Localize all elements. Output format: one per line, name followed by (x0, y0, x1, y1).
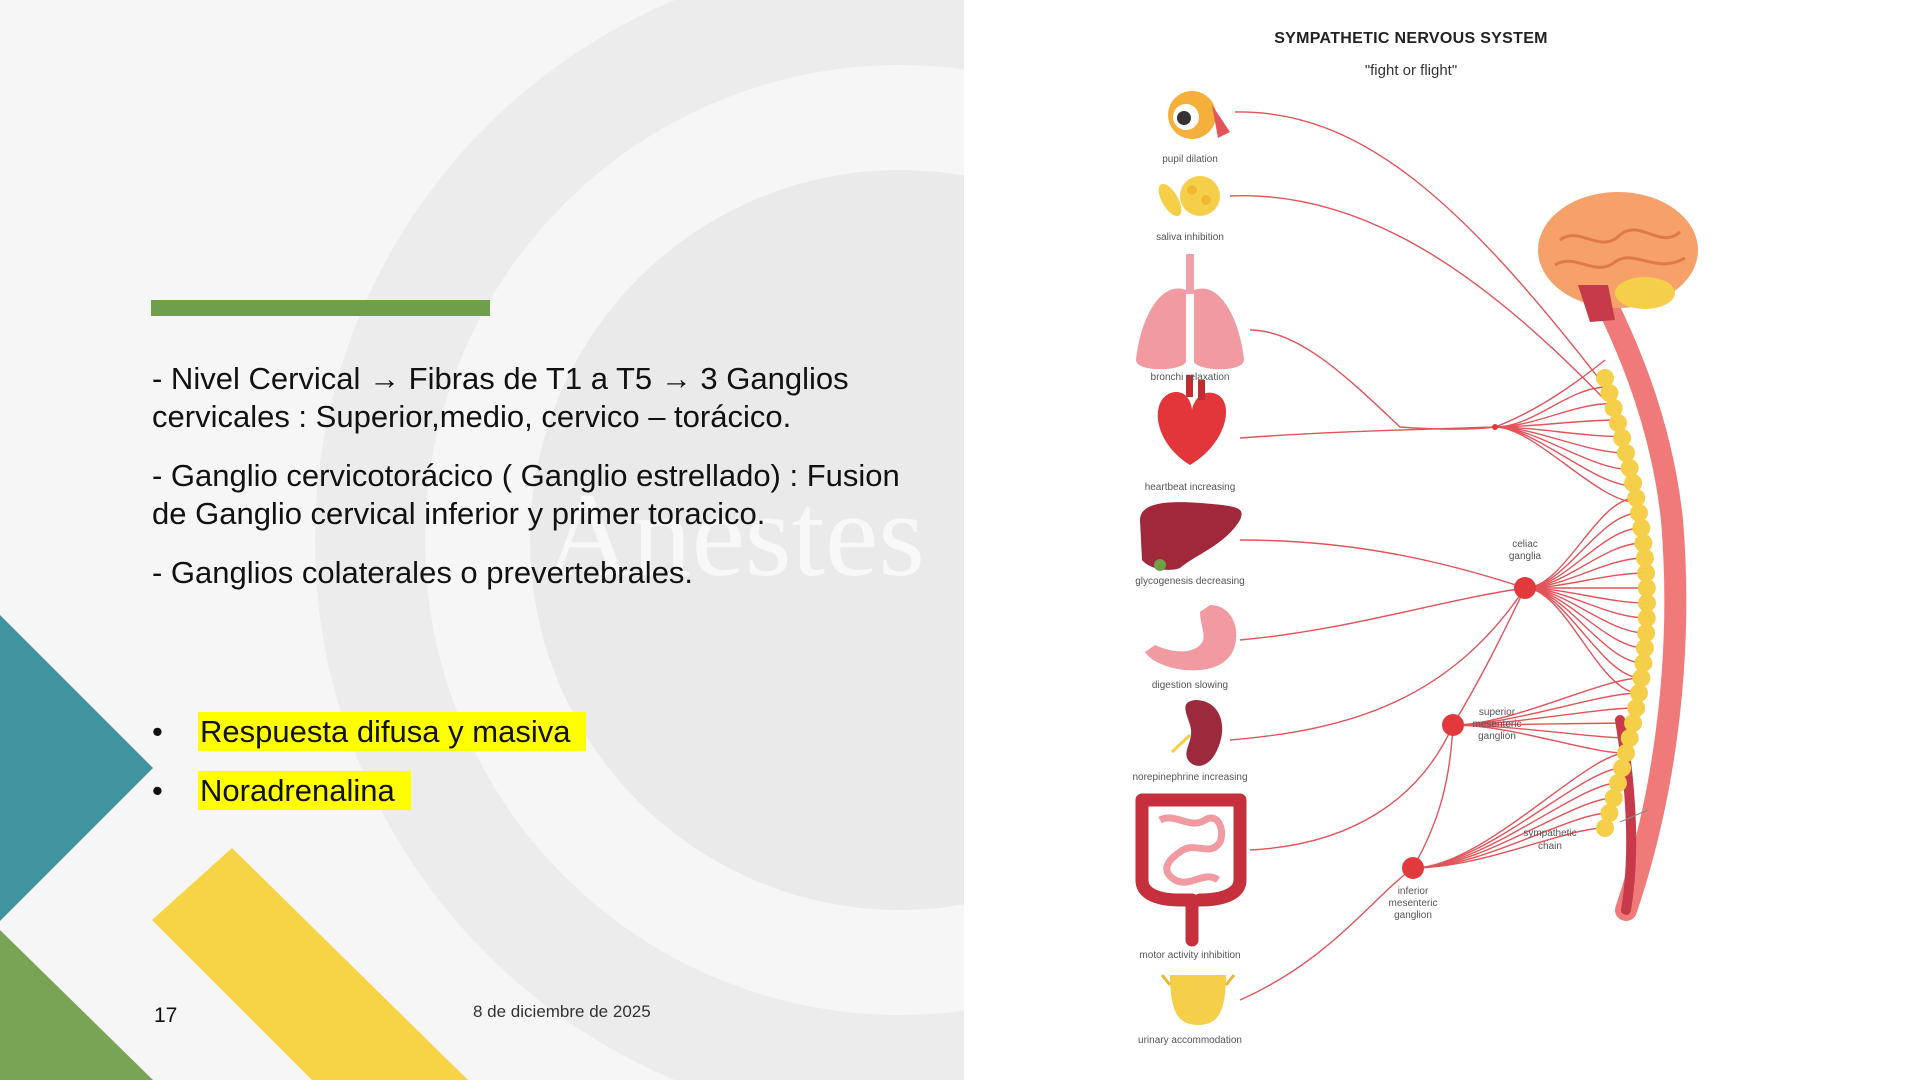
nerve-fiber (1525, 513, 1639, 588)
chain-label-line: sympathetic (1523, 828, 1576, 839)
nerve-junction (1492, 424, 1498, 430)
nerve-fiber (1240, 588, 1525, 640)
organ-label: bronchi relaxation (1151, 372, 1230, 383)
lungs-icon (1136, 254, 1244, 369)
brain-icon (1538, 192, 1698, 322)
ganglion-label-line: ganglia (1509, 551, 1542, 562)
nerve-fiber (1495, 420, 1617, 427)
celiac-ganglion (1514, 577, 1536, 599)
superior-mesenteric-ganglion (1442, 714, 1464, 736)
nerve-fiber (1413, 725, 1453, 868)
page-number: 17 (154, 1004, 177, 1028)
yellow-stripe (152, 848, 468, 1080)
organ-label: digestion slowing (1152, 680, 1228, 691)
organ-label: motor activity inhibition (1139, 950, 1240, 961)
chain-bead (1621, 729, 1639, 747)
ganglion-label-line: celiac (1512, 539, 1538, 550)
bladder-icon (1162, 975, 1234, 1025)
organ-label: urinary accommodation (1138, 1035, 1242, 1046)
liver-icon (1140, 502, 1242, 571)
chain-bead (1627, 489, 1645, 507)
ganglion-label-line: mesenteric (1473, 719, 1522, 730)
ganglion-label-line: superior (1479, 707, 1516, 718)
nerve-fiber (1495, 427, 1630, 470)
highlighted-text: Respuesta difusa y masiva (198, 712, 586, 751)
chain-bead (1596, 819, 1614, 837)
nerve-fiber (1240, 427, 1495, 438)
nerve-fiber (1240, 868, 1413, 1000)
bullet-list: • Respuesta difusa y masiva • Noradrenal… (152, 713, 852, 831)
salivary-gland-icon (1154, 176, 1220, 220)
diagram-canvas: sympathetic chain (1100, 0, 1820, 1080)
slide-date: 8 de diciembre de 2025 (473, 1002, 651, 1022)
ganglia-group (1402, 424, 1536, 879)
nerve-fiber (1525, 588, 1643, 663)
ganglion-label-line: inferior (1398, 886, 1429, 897)
teal-triangle (0, 615, 153, 921)
nerve-fiber (1250, 725, 1453, 850)
organ-label: saliva inhibition (1156, 232, 1224, 243)
bullet-item: • Noradrenalina (152, 772, 852, 810)
nerve-fiber (1525, 588, 1639, 693)
nerve-fiber (1525, 588, 1645, 648)
inferior-mesenteric-ganglion (1402, 857, 1424, 879)
ganglion-label-line: ganglion (1394, 910, 1432, 921)
organ-label: norepinephrine increasing (1132, 772, 1247, 783)
nerve-fiber (1240, 540, 1525, 588)
nerve-fiber (1250, 330, 1495, 429)
chain-bead (1630, 684, 1648, 702)
chain-bead (1624, 714, 1642, 732)
organ-label: pupil dilation (1162, 154, 1218, 165)
chain-bead (1617, 444, 1635, 462)
paragraph-cervical-level: - Nivel Cervical → Fibras de T1 a T5 → 3… (152, 360, 912, 436)
paragraph-collateral-ganglia: - Ganglios colaterales o prevertebrales. (152, 554, 912, 592)
chain-bead (1621, 459, 1639, 477)
highlighted-text: Noradrenalina (198, 771, 411, 810)
chain-label-line: chain (1538, 841, 1562, 852)
organ-label: glycogenesis decreasing (1135, 576, 1245, 587)
nerve-fiber (1413, 768, 1622, 868)
body-text: - Nivel Cervical → Fibras de T1 a T5 → 3… (152, 360, 912, 613)
bullet-dot: • (152, 713, 163, 751)
chain-bead (1624, 474, 1642, 492)
chain-bead (1632, 669, 1650, 687)
chain-bead (1613, 429, 1631, 447)
green-triangle (0, 930, 153, 1080)
nerve-fiber (1525, 528, 1641, 588)
chain-bead (1630, 504, 1648, 522)
stomach-icon (1145, 605, 1236, 670)
ganglion-label-line: mesenteric (1389, 898, 1438, 909)
eye-icon (1168, 91, 1230, 139)
bullet-item: • Respuesta difusa y masiva (152, 713, 852, 751)
ganglion-label-line: ganglion (1478, 731, 1516, 742)
green-accent-bar (151, 300, 490, 316)
organ-label: heartbeat increasing (1145, 482, 1236, 493)
kidney-icon (1172, 700, 1222, 766)
nerve-fiber (1413, 783, 1618, 868)
sympathetic-diagram: SYMPATHETIC NERVOUS SYSTEM "fight or fli… (1100, 0, 1820, 1080)
heart-icon (1158, 375, 1226, 465)
nerve-fiber (1413, 813, 1609, 868)
nerve-fiber (1413, 753, 1626, 868)
bullet-dot: • (152, 772, 163, 810)
paragraph-stellate-ganglion: - Ganglio cervicotorácico ( Ganglio estr… (152, 457, 912, 533)
nerve-fiber (1453, 588, 1525, 725)
intestine-icon (1142, 800, 1240, 940)
chain-bead (1617, 744, 1635, 762)
chain-bead (1627, 699, 1645, 717)
